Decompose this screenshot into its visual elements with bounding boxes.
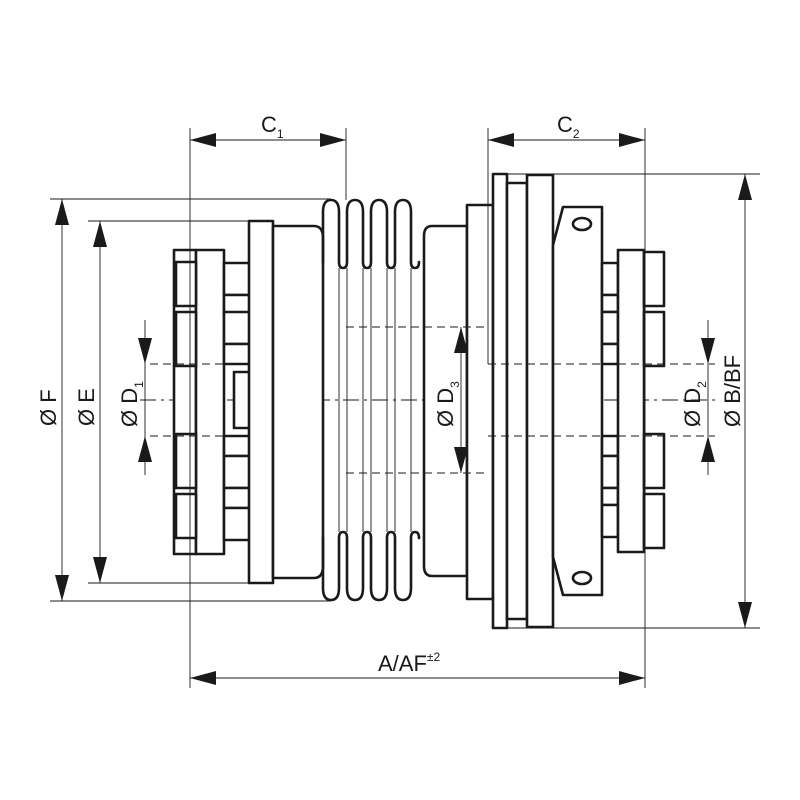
e-label: Ø E	[74, 388, 99, 426]
left-hub	[172, 219, 325, 585]
c2-arrow-right	[619, 133, 645, 147]
right-bellows-collar	[422, 224, 469, 578]
extension-lines	[50, 128, 760, 688]
a-arrow-right	[619, 671, 645, 685]
b-label: Ø B/BF	[720, 355, 745, 427]
d1-label: Ø D1	[117, 381, 146, 427]
right-hub	[422, 172, 666, 630]
c2-label: C2	[557, 112, 580, 141]
d2-arrow-bottom	[701, 436, 715, 462]
right-hub-flange	[616, 248, 646, 554]
b-arrow-bottom	[738, 602, 752, 628]
d3-arrow-top	[454, 327, 468, 353]
d3-label: Ø D3	[433, 381, 462, 427]
f-arrow-top	[55, 199, 69, 225]
bellows	[321, 198, 421, 602]
b-arrow-top	[738, 174, 752, 200]
left-bellows-collar	[271, 224, 325, 580]
a-label: A/AF±2	[378, 650, 440, 676]
right-ring-3	[505, 181, 529, 621]
right-slot-top	[571, 216, 593, 232]
hidden-lines	[150, 326, 715, 474]
left-hub-flange	[194, 248, 226, 556]
e-arrow-bottom	[93, 557, 107, 583]
right-slot-bottom	[571, 570, 593, 586]
right-clamp	[551, 205, 604, 597]
right-bolts	[600, 261, 620, 539]
c1-arrow-left	[190, 133, 216, 147]
left-bolt-heads	[174, 260, 198, 540]
f-label: Ø F	[36, 389, 61, 426]
f-arrow-bottom	[55, 575, 69, 601]
left-clamp-ring	[247, 219, 275, 585]
right-flange	[525, 173, 555, 629]
c1-label: C1	[261, 112, 284, 141]
labels: C1 C2 Ø F Ø E Ø D1 Ø D3 Ø D2 Ø B/BF A/AF…	[36, 112, 745, 676]
right-bolt-heads	[642, 250, 666, 550]
d3-arrow-bottom	[454, 447, 468, 473]
c2-arrow-left	[488, 133, 514, 147]
key	[232, 370, 252, 430]
c1-arrow-right	[320, 133, 346, 147]
d2-arrow-top	[701, 338, 715, 364]
a-arrow-left	[190, 671, 216, 685]
dimension-lines	[55, 133, 752, 685]
d2-label: Ø D2	[680, 381, 709, 427]
d1-arrow-bottom	[138, 436, 152, 462]
right-ring-2	[491, 172, 509, 630]
d1-arrow-top	[138, 338, 152, 364]
right-ring-1	[465, 203, 495, 601]
e-arrow-top	[93, 221, 107, 247]
left-bolts	[222, 261, 252, 542]
